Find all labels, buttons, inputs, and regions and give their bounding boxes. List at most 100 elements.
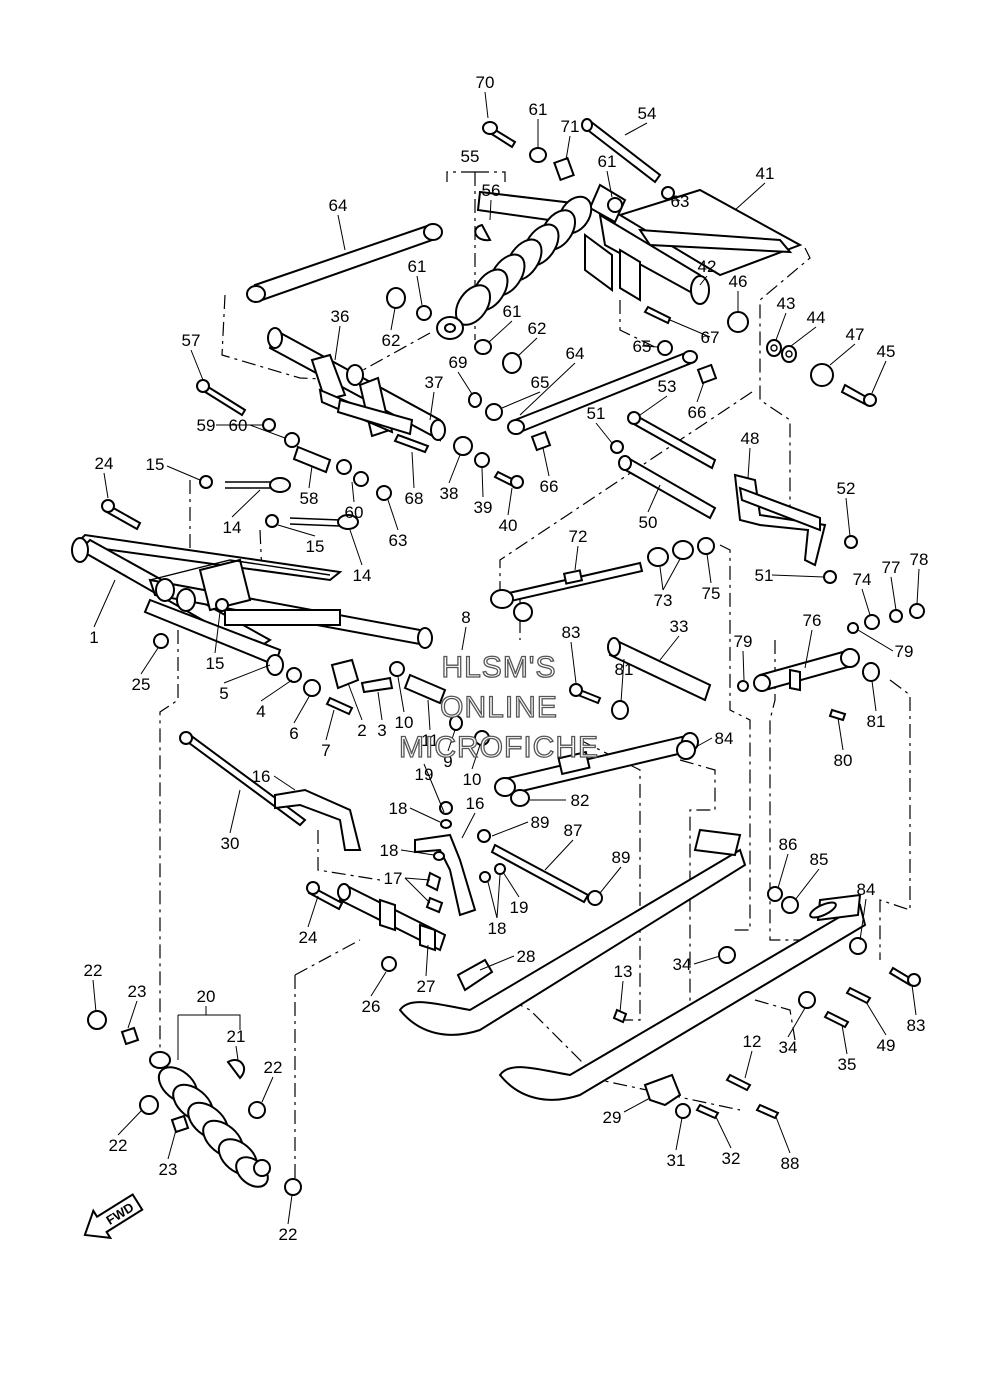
callout-84: 84 (857, 880, 876, 899)
callout-22: 22 (264, 1058, 283, 1077)
callout-13: 13 (614, 962, 633, 981)
callout-74: 74 (853, 570, 872, 589)
rear-shock-absorber-upper (436, 183, 627, 340)
callout-18: 18 (380, 841, 399, 860)
callout-14: 14 (353, 566, 372, 585)
callout-64: 64 (566, 344, 585, 363)
callout-76: 76 (803, 611, 822, 630)
callout-39: 39 (474, 498, 493, 517)
callout-18: 18 (488, 919, 507, 938)
callout-12: 12 (743, 1032, 762, 1051)
rear-arm (584, 188, 803, 305)
callout-15: 15 (146, 455, 165, 474)
callout-64: 64 (329, 196, 348, 215)
callout-61: 61 (503, 302, 522, 321)
callout-34: 34 (673, 955, 692, 974)
callout-16: 16 (252, 767, 271, 786)
callout-23: 23 (159, 1160, 178, 1179)
callout-69: 69 (449, 353, 468, 372)
callout-62: 62 (382, 331, 401, 350)
callout-71: 71 (561, 117, 580, 136)
callout-72: 72 (569, 527, 588, 546)
callout-56: 56 (482, 181, 501, 200)
callout-29: 29 (603, 1108, 622, 1127)
callout-86: 86 (779, 835, 798, 854)
callout-4: 4 (256, 702, 265, 721)
callout-89: 89 (612, 848, 631, 867)
callout-52: 52 (837, 479, 856, 498)
callout-10: 10 (463, 770, 482, 789)
callout-44: 44 (807, 308, 826, 327)
fwd-direction-arrow: FWD (83, 1193, 144, 1240)
callout-15: 15 (306, 537, 325, 556)
callout-82: 82 (571, 791, 590, 810)
callout-81: 81 (615, 660, 634, 679)
arm-rod-64 (246, 223, 443, 303)
callout-16: 16 (466, 794, 485, 813)
callout-22: 22 (279, 1225, 298, 1244)
lower-spring-coils (157, 1066, 269, 1188)
callout-5: 5 (219, 684, 228, 703)
callout-60: 60 (229, 416, 248, 435)
callout-85: 85 (810, 850, 829, 869)
callout-24: 24 (299, 928, 318, 947)
callout-88: 88 (781, 1154, 800, 1173)
callout-66: 66 (540, 477, 559, 496)
watermark-line-1: HLSM'S (441, 651, 556, 684)
bracket-29 (643, 1073, 682, 1107)
callout-47: 47 (846, 325, 865, 344)
callout-73: 73 (654, 591, 673, 610)
callout-68: 68 (405, 489, 424, 508)
shaft-87 (490, 843, 590, 904)
callout-63: 63 (389, 531, 408, 550)
front-arm (267, 327, 446, 442)
callout-55: 55 (461, 147, 480, 166)
spring-coils (454, 195, 593, 326)
callout-25: 25 (132, 675, 151, 694)
callout-9: 9 (443, 752, 452, 771)
callout-79: 79 (895, 642, 914, 661)
watermark-line-2: ONLINE (440, 691, 558, 724)
shaft-30 (179, 731, 307, 827)
callout-26: 26 (362, 997, 381, 1016)
callout-38: 38 (440, 484, 459, 503)
slide-rails (398, 828, 867, 1101)
callout-14: 14 (223, 518, 242, 537)
callout-78: 78 (910, 550, 929, 569)
callout-numbers: 7061715455566163416442466143444745366261… (84, 73, 929, 1244)
callout-60: 60 (345, 503, 364, 522)
callout-59: 59 (197, 416, 216, 435)
front-suspension-frame (71, 533, 433, 676)
callout-46: 46 (729, 272, 748, 291)
callout-53: 53 (658, 377, 677, 396)
callout-2: 2 (357, 721, 366, 740)
brackets-16 (274, 788, 477, 917)
callout-6: 6 (289, 724, 298, 743)
callout-32: 32 (722, 1149, 741, 1168)
callout-58: 58 (300, 489, 319, 508)
callout-49: 49 (877, 1036, 896, 1055)
callout-41: 41 (756, 164, 775, 183)
callout-24: 24 (95, 454, 114, 473)
callout-22: 22 (109, 1136, 128, 1155)
shaft-72 (490, 561, 644, 609)
callout-83: 83 (562, 623, 581, 642)
shock-33 (607, 637, 712, 702)
callout-50: 50 (639, 513, 658, 532)
watermark: HLSM'S ONLINE MICROFICHE (398, 650, 598, 764)
callout-11: 11 (421, 731, 439, 750)
leader-lines (92, 91, 920, 1225)
callout-8: 8 (461, 608, 470, 627)
callout-15: 15 (206, 654, 225, 673)
callout-33: 33 (670, 617, 689, 636)
callout-61: 61 (529, 100, 548, 119)
callout-35: 35 (838, 1055, 857, 1074)
callout-45: 45 (877, 342, 896, 361)
callout-51: 51 (587, 404, 606, 423)
callout-77: 77 (882, 558, 901, 577)
callout-65: 65 (633, 337, 652, 356)
callout-75: 75 (702, 584, 721, 603)
bracket-28 (456, 958, 494, 992)
callout-54: 54 (638, 104, 657, 123)
